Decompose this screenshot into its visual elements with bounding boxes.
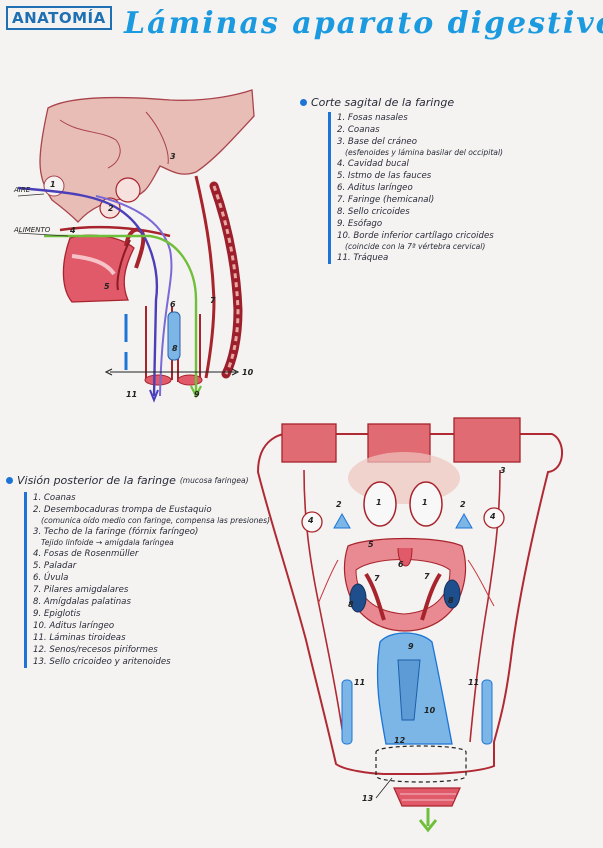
diagram-number: 8 [448,596,454,605]
diagram-number: 7 [374,574,380,583]
pharynx-wall [194,175,216,379]
list-item: 9. Epiglotis [33,609,81,619]
list-item: 2. Coanas [337,125,380,135]
diagram-number: 3 [170,152,176,161]
diagram-number: 2 [108,204,114,213]
diagram-number: 6 [170,300,176,309]
diagram-number: 7 [424,572,430,581]
diagram-number: 6 [398,560,404,569]
diagram-number: 10 [424,706,436,715]
diagram-number: 4 [308,516,314,525]
list-item: 9. Esófago [337,219,383,229]
diagram-number: 7 [210,296,216,305]
list-item: 8. Amígdalas palatinas [33,597,131,607]
list-item: 4. Cavidad bucal [337,159,409,169]
choana-right [409,481,443,527]
diagram-number: 12 [394,736,406,745]
list-item: 6. Úvula [33,573,69,583]
list-item: 10. Aditus laríngeo [33,621,115,631]
diagram-number: 11 [126,390,138,399]
diagram-number: 9 [194,390,200,399]
diagram-number: 5 [104,282,110,291]
diagram-number: 8 [348,600,354,609]
diagram-number: 11 [354,678,366,687]
list-item: 11. Tráquea [337,253,389,263]
list-item: 2. Desembocaduras trompa de Eustaquio(co… [33,505,271,525]
diagram-number: 8 [172,344,178,353]
page-title: Láminas aparato digestivo [124,6,603,41]
diagram-number: 13 [362,794,374,803]
list-item: 8. Sello cricoides [337,207,410,217]
diagram-number: 1 [376,498,382,507]
diagram-number: 5 [368,540,374,549]
food-label: ALIMENTO [14,226,51,234]
subject-tag: ANATOMÍA [6,6,112,30]
list-item: 1. Fosas nasales [337,113,408,123]
food-path [44,234,198,392]
list-item: 12. Senos/recesos piriformes [33,645,158,655]
bullet-icon [300,99,307,106]
list-item: 4. Fosas de Rosenmüller [33,549,139,559]
diagram-number: 1 [50,180,56,189]
diagram-number: 10 [242,368,254,377]
posterior-section-title: Visión posterior de la faringe (mucosa f… [6,474,249,487]
list-item: 5. Istmo de las fauces [337,171,432,181]
sagittal-list: 1. Fosas nasales 2. Coanas 3. Base del c… [328,112,503,264]
list-item: 7. Pilares amigdalares [33,585,129,595]
air-label: AIRE [14,186,31,194]
list-item: 3. Base del cráneo(esfenoides y lámina b… [337,137,504,157]
diagram-number: 4 [490,512,496,521]
diagram-number: 11 [468,678,480,687]
food-arrow [418,808,438,833]
diagram-number: 1 [422,498,428,507]
list-item: 11. Láminas tiroideas [33,633,126,643]
air-path [17,186,158,397]
diagram-number: 4 [70,226,76,235]
list-item: 10. Borde inferior cartílago cricoides(c… [337,231,494,251]
diagram-number: 2 [460,500,466,509]
diagram-number: 2 [336,500,342,509]
sagittal-section-title: Corte sagital de la faringe [300,96,454,109]
posterior-list: 1. Coanas 2. Desembocaduras trompa de Eu… [24,492,270,668]
list-item: 6. Aditus laríngeo [337,183,413,193]
pharynx-outline [256,432,563,775]
list-item: 13. Sello cricoideo y aritenoides [33,657,171,667]
list-item: 3. Techo de la faringe (fórnix faríngeo)… [33,527,199,547]
list-item: 1. Coanas [33,493,76,503]
diagram-number: 9 [408,642,414,651]
tongue [62,234,135,303]
list-item: 7. Faringe (hemicanal) [337,195,435,205]
choana-left [363,481,397,527]
bullet-icon [6,477,13,484]
diagram-number: 3 [500,466,506,475]
list-item: 5. Paladar [33,561,77,571]
